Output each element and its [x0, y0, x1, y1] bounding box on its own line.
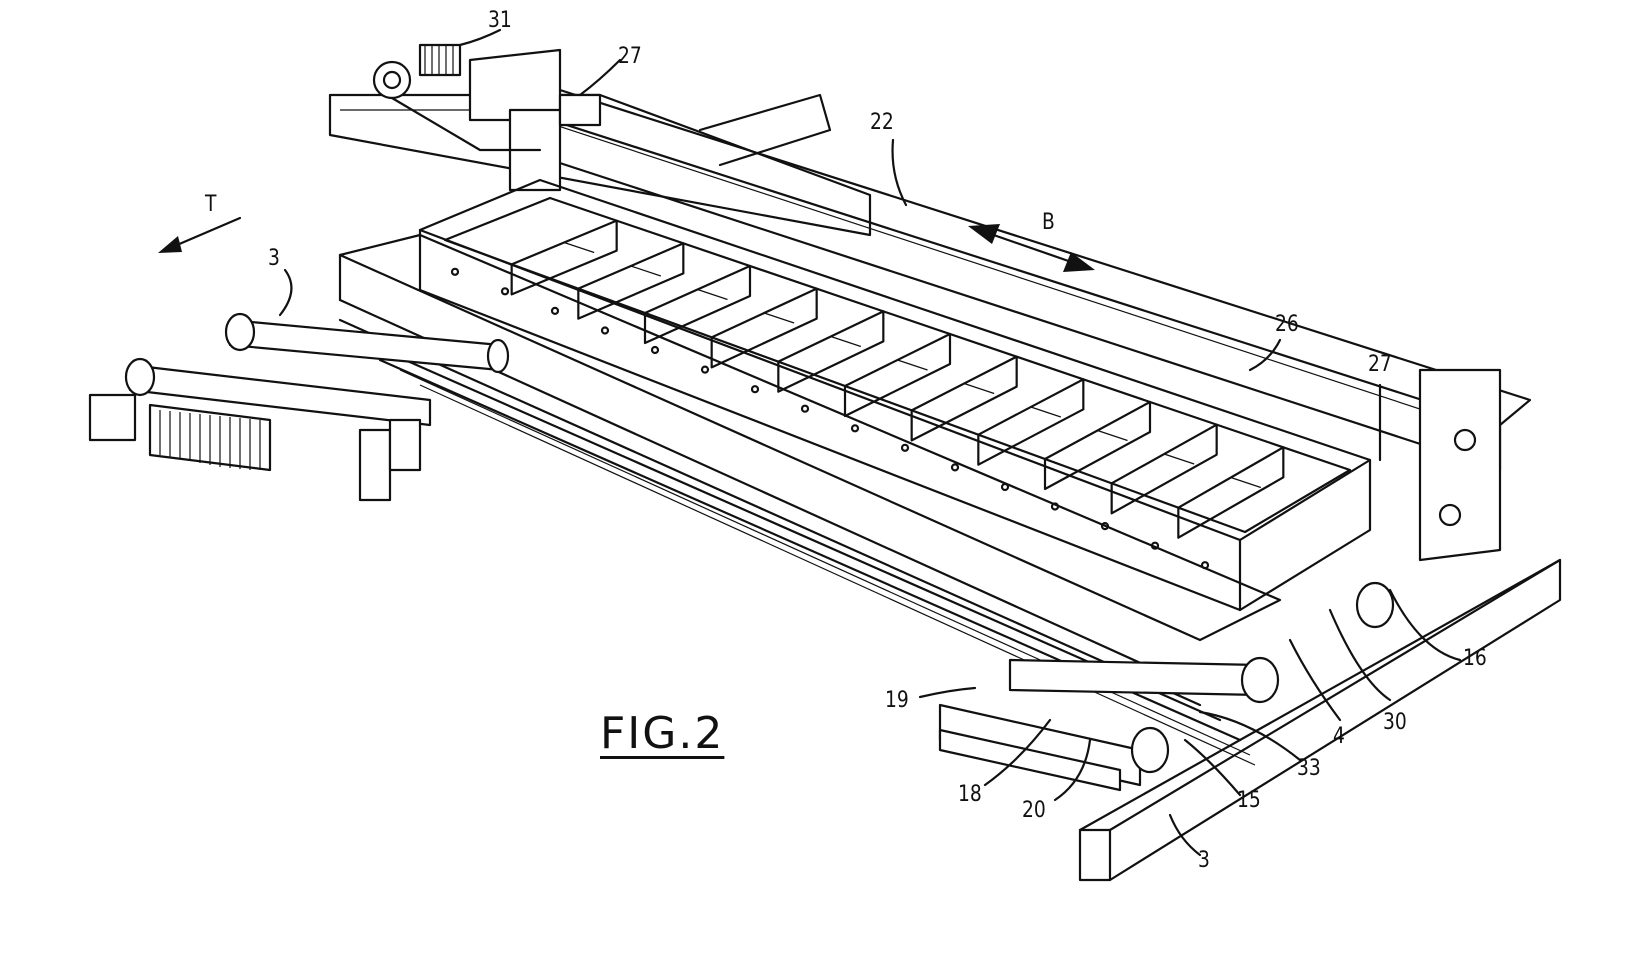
- frame-hole: [552, 308, 558, 314]
- compartment-shelf: [898, 360, 928, 370]
- frame-hole: [752, 386, 758, 392]
- leader-33: [1200, 712, 1300, 760]
- leader-27a: [580, 60, 620, 95]
- ref-15: 15: [1237, 790, 1261, 812]
- compartment-shelf: [831, 337, 861, 347]
- ref-19: 19: [885, 690, 909, 712]
- compartment-shelf: [1164, 454, 1194, 464]
- ref-30: 30: [1383, 712, 1407, 734]
- ref-20: 20: [1022, 800, 1046, 822]
- ref-B: B: [1042, 212, 1055, 234]
- frame-hole: [502, 288, 508, 294]
- compartment-shelf: [1031, 407, 1061, 417]
- ref-27-top: 27: [618, 46, 642, 68]
- ref-4: 4: [1333, 726, 1345, 748]
- ref-18: 18: [958, 784, 982, 806]
- ref-3-left: 3: [268, 248, 280, 270]
- ref-T: T: [205, 194, 216, 216]
- compartment-divider: [912, 357, 1017, 441]
- frame-hole: [902, 445, 908, 451]
- frame-hole: [602, 328, 608, 334]
- ref-33: 33: [1297, 758, 1321, 780]
- gantry-beam: [520, 90, 1530, 470]
- compartment-dividers: [512, 221, 1284, 538]
- ref-26: 26: [1275, 314, 1299, 336]
- left-rollers: [90, 314, 508, 500]
- compartment-shelf: [564, 243, 594, 253]
- frame-hole: [952, 464, 958, 470]
- compartment-shelf: [964, 384, 994, 394]
- right-rollers: [940, 583, 1393, 790]
- ref-31: 31: [488, 10, 512, 32]
- drive-unit: [374, 45, 600, 190]
- compartment-shelf: [1231, 478, 1261, 488]
- ref-3-right: 3: [1198, 850, 1210, 872]
- arrow-B: [968, 224, 1095, 272]
- frame-hole: [652, 347, 658, 353]
- ref-27-right: 27: [1368, 354, 1392, 376]
- compartment-shelf: [698, 290, 728, 300]
- compartment-shelf: [764, 313, 794, 323]
- leader-3a: [280, 270, 291, 315]
- compartment-shelf: [1098, 431, 1128, 441]
- frame-hole: [702, 367, 708, 373]
- leader-19: [920, 688, 975, 697]
- compartment-divider: [778, 311, 883, 391]
- leader-3b: [1170, 815, 1200, 855]
- arrow-T: [158, 218, 240, 253]
- compartment-shelf: [631, 266, 661, 276]
- ref-16: 16: [1463, 648, 1487, 670]
- frame-hole: [802, 406, 808, 412]
- ref-22: 22: [870, 112, 894, 134]
- frame-hole: [452, 269, 458, 275]
- compartment-divider: [978, 379, 1083, 464]
- compartment-frame: [420, 180, 1370, 610]
- figure-title: FIG.2: [600, 708, 724, 759]
- compartment-divider: [1112, 425, 1217, 514]
- frame-hole: [852, 425, 858, 431]
- front-beam: [1080, 370, 1560, 880]
- compartment-divider: [1045, 402, 1150, 489]
- leader-22: [893, 140, 906, 205]
